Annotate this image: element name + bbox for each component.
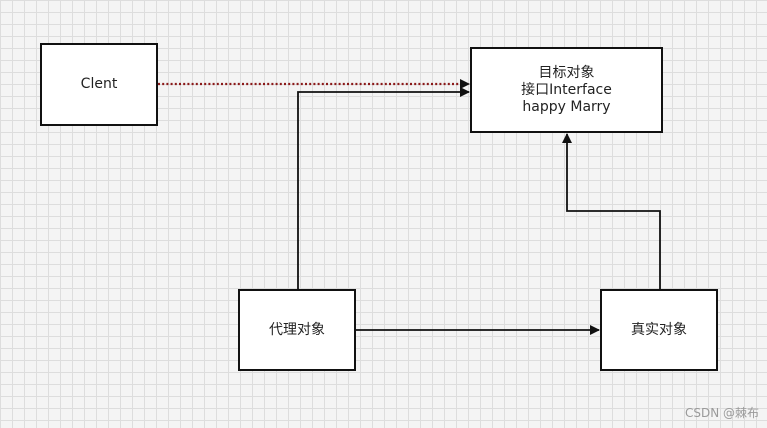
proxy-node: 代理对象 — [238, 289, 356, 371]
edge-real-to-target — [562, 133, 661, 289]
target-label-line-2: 接口Interface — [521, 81, 612, 98]
real-object-label: 真实对象 — [631, 321, 687, 338]
client-label: Clent — [80, 76, 118, 92]
target-label-line-1: 目标对象 — [538, 64, 595, 81]
target-interface-node: 目标对象 接口Interface happy Marry — [470, 47, 663, 133]
client-node: Clent — [40, 43, 158, 126]
target-label-line-3: happy Marry — [522, 98, 611, 115]
watermark: CSDN @棘布 — [684, 406, 759, 420]
edge-proxy-to-target — [297, 87, 470, 289]
proxy-label: 代理对象 — [269, 321, 325, 338]
real-object-node: 真实对象 — [600, 289, 718, 371]
